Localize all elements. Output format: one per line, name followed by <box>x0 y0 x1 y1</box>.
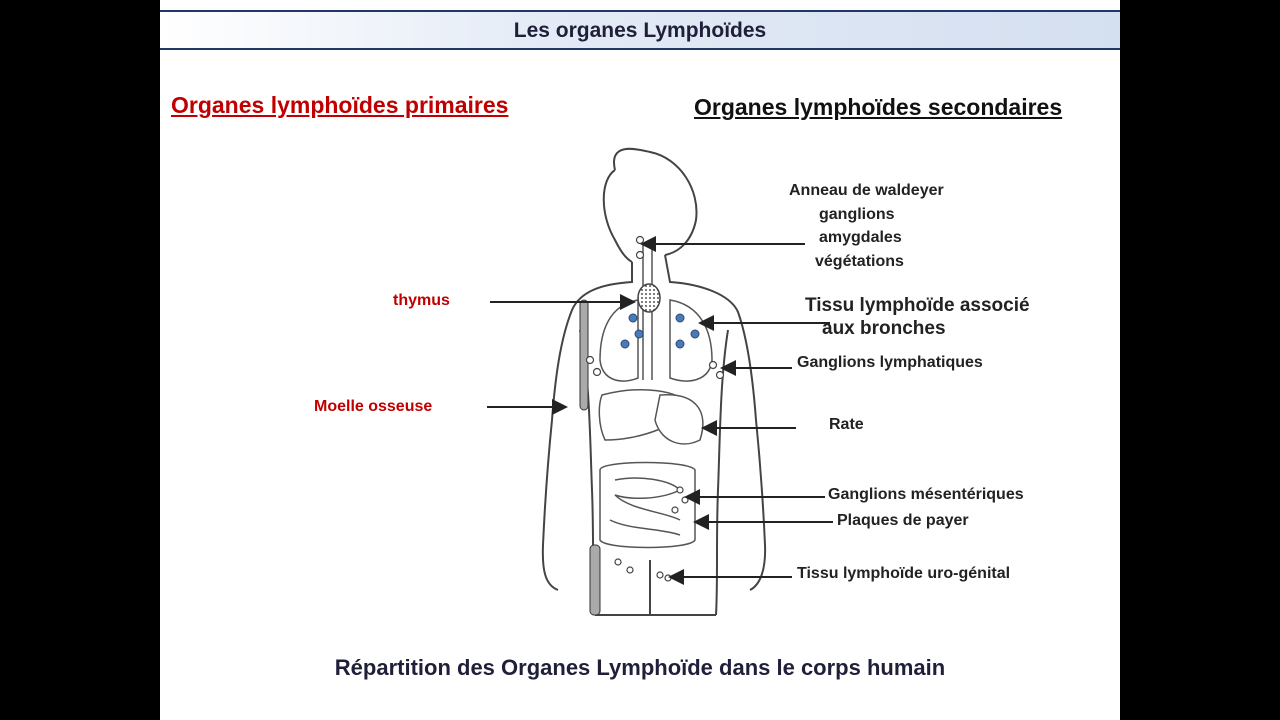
bone-marrow <box>579 299 601 616</box>
thymus-organ <box>637 283 661 313</box>
label-bronches-2: aux bronches <box>822 318 946 339</box>
label-bronches-1: Tissu lymphoïde associé <box>805 295 1030 316</box>
diagram-caption: Répartition des Organes Lymphoïde dans l… <box>334 655 946 680</box>
label-tissu-uro-genital: Tissu lymphoïde uro-génital <box>797 565 1011 582</box>
intestines <box>599 461 696 549</box>
label-waldeyer-title: Anneau de waldeyer <box>789 182 944 199</box>
label-ganglions-lymphatiques: Ganglions lymphatiques <box>797 354 983 371</box>
lungs <box>599 299 713 382</box>
label-plaques-de-payer: Plaques de payer <box>837 512 969 529</box>
label-waldeyer-ganglions: ganglions <box>819 206 895 223</box>
stomach <box>654 394 704 445</box>
label-ganglions-mesenteriques: Ganglions mésentériques <box>828 486 1024 503</box>
arrows <box>487 236 833 585</box>
bronchial-lymph-nodes <box>620 313 700 349</box>
label-waldeyer-amygdales: amygdales <box>819 229 902 246</box>
slide-title: Les organes Lymphoïdes <box>160 10 1120 50</box>
heading-primary-organs: Organes lymphoïdes primaires <box>171 92 509 118</box>
label-thymus: thymus <box>393 292 450 309</box>
label-moelle-osseuse: Moelle osseuse <box>314 398 433 415</box>
label-waldeyer-vegetations: végétations <box>815 253 904 270</box>
body-diagram <box>487 147 833 616</box>
trachea <box>642 245 653 380</box>
label-rate: Rate <box>829 416 864 433</box>
slide: Les organes Lymphoïdes Organes lymphoïde… <box>160 0 1120 720</box>
heading-secondary-organs: Organes lymphoïdes secondaires <box>694 94 1063 120</box>
body-outline <box>541 147 767 616</box>
